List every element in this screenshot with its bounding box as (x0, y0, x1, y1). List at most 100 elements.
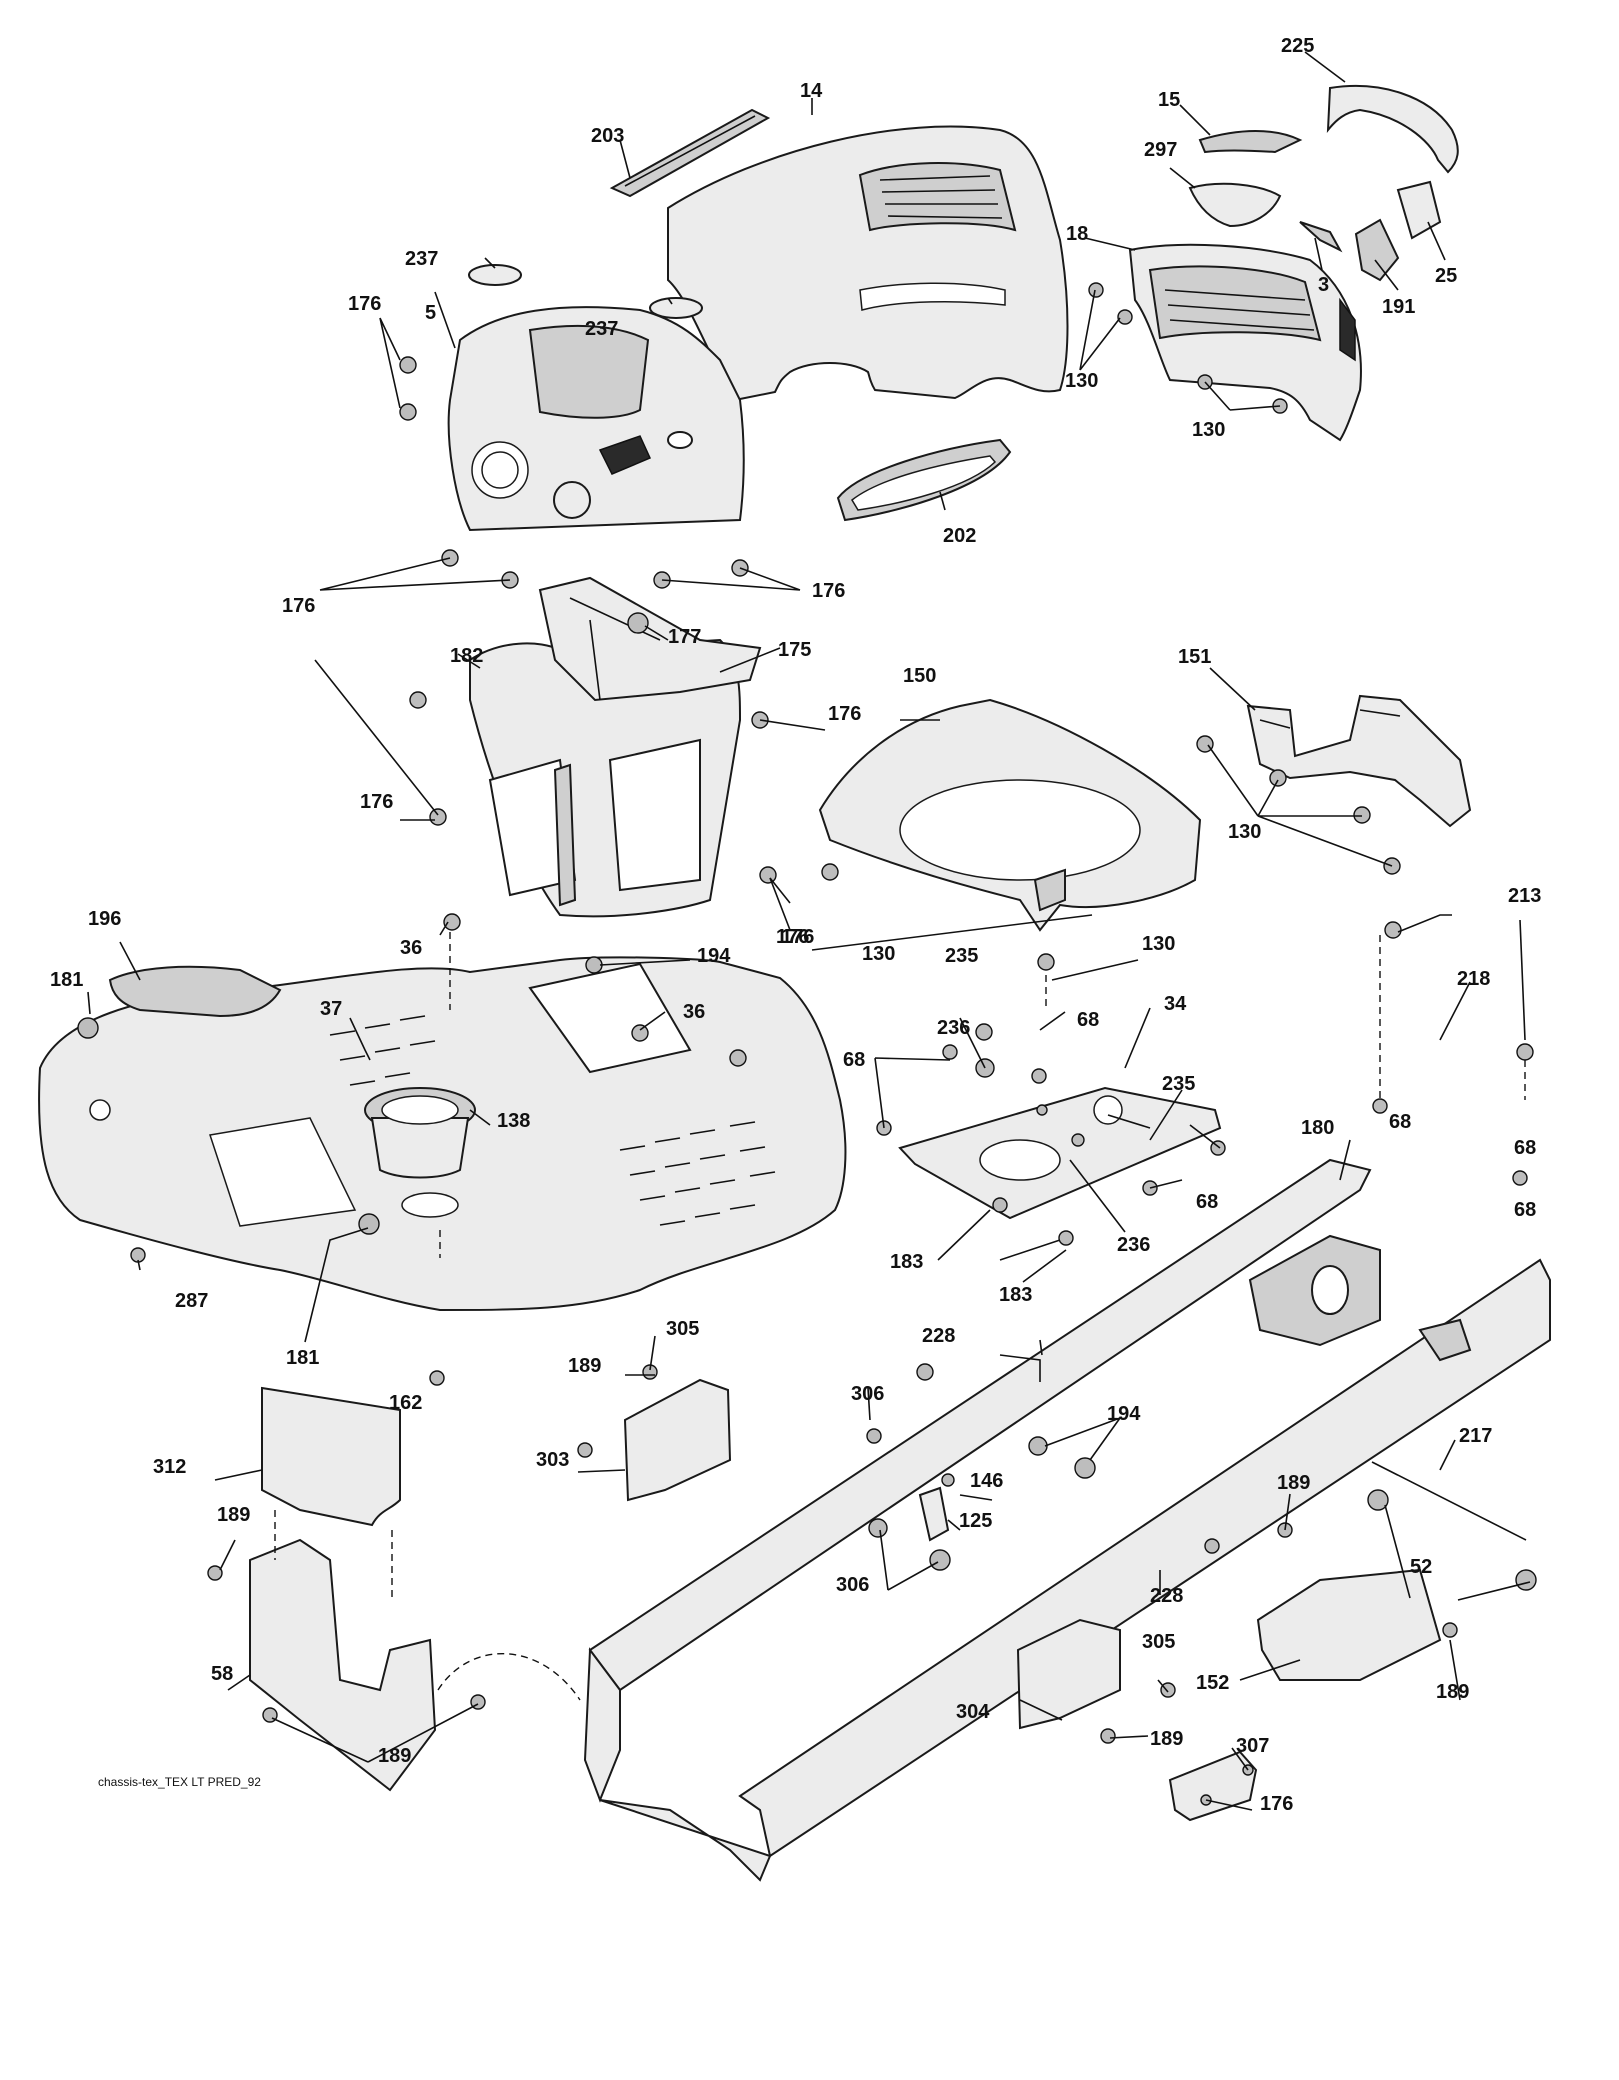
bumper-part-225 (1326, 84, 1459, 174)
grille-part-18 (1128, 243, 1362, 442)
callout-label: 194 (1107, 1403, 1141, 1425)
callout-label: 25 (1435, 265, 1457, 287)
callout-label: 151 (1178, 646, 1211, 668)
callout-label: 125 (959, 1510, 992, 1532)
callout-label: 52 (1410, 1556, 1432, 1578)
callout-label: 5 (425, 302, 436, 324)
callout-label: 130 (862, 943, 895, 965)
part-number-labels: 225 14 15 203 297 18 3 25 191 237 130 5 … (50, 35, 1541, 1815)
callout-label: 3 (1318, 274, 1329, 296)
callout-label: 305 (666, 1318, 699, 1340)
vent-part-202 (836, 438, 1012, 522)
callout-label: 176 (1260, 1793, 1293, 1815)
callout-label: 182 (450, 645, 483, 667)
callout-label: 189 (378, 1745, 411, 1767)
callout-label: 189 (1150, 1728, 1183, 1750)
dashboard-part-5 (447, 306, 745, 532)
callout-label: 130 (1065, 370, 1098, 392)
callout-label: 236 (1117, 1234, 1150, 1256)
bracket-part-25 (1396, 180, 1442, 240)
callout-label: 150 (903, 665, 936, 687)
callout-label: 58 (211, 1663, 233, 1685)
callout-label: 15 (1158, 89, 1180, 111)
plug-part-237-b (649, 297, 703, 319)
callout-label: 218 (1457, 968, 1490, 990)
bracket-part-58 (249, 1538, 437, 1792)
bracket-part-175 (538, 576, 762, 702)
bracket-part-151 (1246, 694, 1472, 828)
callout-label: 312 (153, 1456, 186, 1478)
callout-label: 225 (1281, 35, 1314, 57)
callout-label: 305 (1142, 1631, 1175, 1653)
callout-label: 176 (828, 703, 861, 725)
callout-label: 180 (1301, 1117, 1334, 1139)
callout-label: 228 (922, 1325, 955, 1347)
callout-label: 203 (591, 125, 624, 147)
headlight-part-15 (1198, 130, 1303, 154)
callout-label: 306 (851, 1383, 884, 1405)
hood-vent-part-203 (609, 108, 771, 198)
plug-part-237-a (468, 264, 522, 286)
footrest-part-150 (818, 698, 1202, 932)
callout-label: 176 (776, 926, 809, 948)
cover-part-196 (108, 965, 282, 1018)
callout-label: 130 (1142, 933, 1175, 955)
callout-label: 176 (348, 293, 381, 315)
callout-label: 68 (843, 1049, 865, 1071)
callout-label: 194 (697, 945, 731, 967)
callout-label: 146 (970, 1470, 1003, 1492)
diagram-caption: chassis-tex_TEX LT PRED_92 (98, 1775, 261, 1789)
callout-label: 130 (1228, 821, 1261, 843)
bracket-part-304 (1016, 1618, 1121, 1730)
fasteners (77, 282, 1537, 1806)
hood-part-14 (667, 125, 1069, 402)
callout-label: 34 (1164, 993, 1187, 1015)
callout-label: 191 (1382, 296, 1415, 318)
callout-label: 189 (217, 1504, 250, 1526)
dashed-reference-lines (274, 932, 1526, 1701)
fender-vent-slots (329, 1015, 776, 1226)
callout-label: 235 (1162, 1073, 1195, 1095)
callout-label: 202 (943, 525, 976, 547)
guard-part-152 (1256, 1568, 1442, 1681)
callout-label: 306 (836, 1574, 869, 1596)
cover-part-307 (1168, 1750, 1258, 1822)
callout-label: 189 (568, 1355, 601, 1377)
callout-label: 175 (778, 639, 811, 661)
callout-label: 18 (1066, 223, 1088, 245)
cup-holder-part-138 (364, 1087, 476, 1179)
callout-label: 176 (781, 926, 814, 948)
callout-label: 196 (88, 908, 121, 930)
callout-label: 152 (1196, 1672, 1229, 1694)
bracket-part-125 (918, 1486, 950, 1542)
callout-label: 181 (286, 1347, 319, 1369)
callout-label: 183 (999, 1284, 1032, 1306)
callout-label: 68 (1514, 1199, 1536, 1221)
frame-part-180 (583, 1158, 1551, 1882)
shield-part-312 (261, 1386, 401, 1527)
callout-label: 176 (812, 580, 845, 602)
rod-part-217 (1371, 1461, 1527, 1541)
callout-label: 68 (1077, 1009, 1099, 1031)
seat-plate-part-34 (898, 1086, 1222, 1220)
bracket-part-303 (623, 1378, 732, 1502)
callout-label: 228 (1150, 1585, 1183, 1607)
callout-label: 130 (1192, 419, 1225, 441)
callout-label: 307 (1236, 1735, 1269, 1757)
callout-label: 36 (683, 1001, 705, 1023)
callout-label: 237 (585, 318, 618, 340)
callout-label: 162 (389, 1392, 422, 1414)
callout-label: 297 (1144, 139, 1177, 161)
callout-label: 183 (890, 1251, 923, 1273)
callout-label: 217 (1459, 1425, 1492, 1447)
callout-label: 303 (536, 1449, 569, 1471)
callout-label: 138 (497, 1110, 530, 1132)
callout-label: 177 (668, 626, 701, 648)
callout-label: 235 (945, 945, 978, 967)
trim-part-3 (1299, 221, 1343, 253)
callout-label: 213 (1508, 885, 1541, 907)
light-part-191 (1354, 218, 1400, 282)
callout-label: 181 (50, 969, 83, 991)
callout-label: 189 (1436, 1681, 1469, 1703)
